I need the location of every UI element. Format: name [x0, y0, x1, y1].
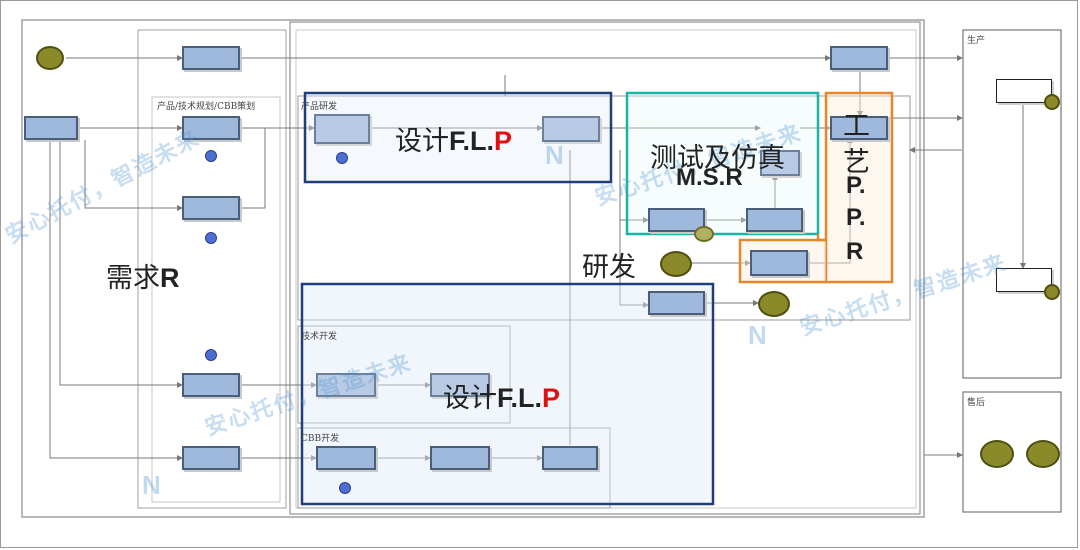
event-mass	[758, 291, 790, 317]
production-lane	[962, 29, 1062, 379]
process-tech-roadmap	[182, 373, 240, 397]
product-rd-container	[297, 95, 911, 321]
test-box-ext	[816, 234, 826, 242]
process-production-plan	[996, 79, 1052, 103]
annotation-design-top-latin2: P	[494, 126, 513, 156]
process-trial-production	[750, 250, 808, 276]
section-label-product-rd: 产品研发	[301, 102, 338, 112]
process-order-mgmt	[182, 46, 240, 70]
process-cbb-develop	[430, 446, 490, 470]
main-lane	[21, 19, 925, 518]
process-mass-transfer	[648, 291, 705, 315]
section-label-production: 生产	[967, 36, 986, 46]
annotation-design-top: 设计F.L.P	[395, 119, 512, 158]
marker-dot-1	[205, 150, 217, 162]
annotation-rd: 研发	[582, 252, 636, 283]
section-label-after-sales: 售后	[967, 398, 986, 408]
lane-rd	[289, 21, 921, 515]
conn-demand-down	[49, 140, 183, 461]
annotation-design-bottom: 设计F.L.P	[443, 376, 560, 415]
event-test-done	[694, 226, 714, 242]
annotation-process-c1: 工	[843, 111, 870, 142]
process-tech-research	[316, 373, 376, 397]
conn-product-down	[619, 150, 649, 308]
cbb-dev-container	[297, 427, 611, 509]
annotation-design-bottom-latin2: P	[542, 383, 561, 413]
conn-plan-loop	[240, 128, 266, 209]
annotation-design-bottom-latin1: F.L.	[497, 383, 542, 413]
process-cbb-design	[316, 446, 376, 470]
annotation-design-top-latin1: F.L.	[449, 126, 494, 156]
conn-demand-2	[59, 140, 183, 388]
process-cbb-planning	[182, 446, 240, 470]
annotation-process-c2: 艺	[843, 147, 870, 178]
event-plan	[1044, 94, 1060, 110]
tech-dev-container	[297, 325, 511, 424]
marker-dot-3	[205, 349, 217, 361]
lane-planning-inner	[151, 96, 281, 503]
annotation-process-c4: P.	[846, 204, 866, 231]
process-craft-design	[830, 116, 888, 140]
process-product-design	[542, 116, 600, 142]
conn-trial-up	[808, 137, 853, 264]
annotation-demand-latin: R	[160, 263, 180, 293]
process-demand-mgmt	[24, 116, 78, 140]
annotation-demand: 需求R	[106, 256, 180, 295]
section-label-product-planning: 产品/技术规划/CBB策划	[157, 102, 256, 112]
annotation-design-top-cn: 设计	[395, 126, 449, 157]
watermark-logo-3: N	[748, 320, 767, 350]
event-aftersales-1	[980, 440, 1014, 468]
process-test-mgmt	[746, 208, 803, 232]
watermark-logo-1: N	[545, 140, 564, 170]
process-product-concept	[314, 114, 370, 144]
process-simulation	[760, 150, 800, 176]
event-aftersales-2	[1026, 440, 1060, 468]
conn-demand-3	[84, 140, 183, 211]
start-event-demand	[36, 46, 64, 70]
process-tech-verify	[430, 373, 490, 397]
annotation-process-c5: R	[846, 238, 864, 265]
process-cbb-release	[542, 446, 598, 470]
process-production	[996, 268, 1052, 292]
process-order-release	[830, 46, 888, 70]
annotation-test-line1: 测试及仿真	[650, 143, 785, 174]
process-product-planning	[182, 116, 240, 140]
annotation-design-bottom-cn: 设计	[443, 383, 497, 414]
after-sales-lane	[962, 391, 1062, 513]
watermark-logo-2: N	[142, 470, 161, 500]
lane-planning	[137, 29, 287, 509]
annotation-test-line2: M.S.R	[676, 164, 743, 191]
event-production	[1044, 284, 1060, 300]
annotation-process-c3: P.	[846, 172, 866, 199]
annotation-demand-cn: 需求	[106, 263, 160, 294]
event-rd	[660, 251, 692, 277]
marker-dot-5	[339, 482, 351, 494]
section-label-cbb-dev: CBB开发	[301, 434, 340, 444]
marker-dot-4	[336, 152, 348, 164]
process-tech-planning	[182, 196, 240, 220]
marker-dot-2	[205, 232, 217, 244]
section-label-tech-dev: 技术开发	[301, 332, 338, 342]
